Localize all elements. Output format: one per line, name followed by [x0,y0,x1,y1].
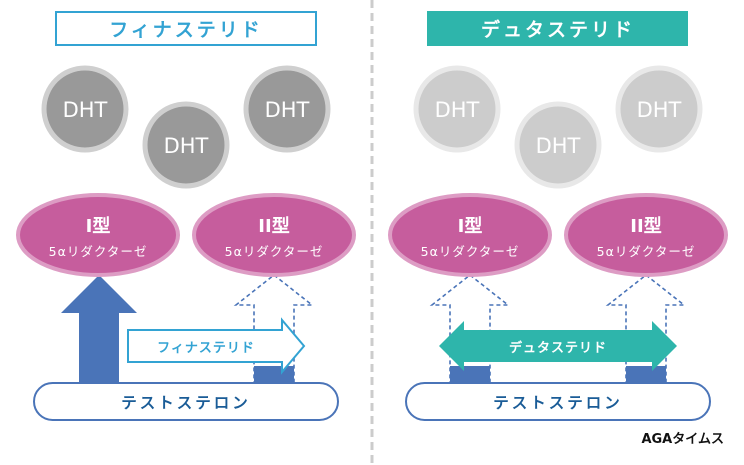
dht-label: DHT [164,134,209,158]
arrow-base-stub [450,366,490,383]
enzyme-type-label: II型 [630,215,661,237]
finasteride-arrow-label: フィナステリド [157,341,255,356]
testosterone-pill [405,382,711,421]
dht-label: DHT [637,98,682,122]
enzyme-name-label: 5αリダクターゼ [49,244,148,259]
right-title-box [427,11,688,46]
dht-label: DHT [536,134,581,158]
testosterone-label: テストステロン [121,394,251,412]
finasteride-inhibition-arrow [127,317,306,375]
dht-circle: DHT [41,65,129,153]
enzyme-type-label: I型 [86,215,111,237]
dht-circle-inactive: DHT [615,65,703,153]
enzyme-type2: II型 5αリダクターゼ [192,193,356,277]
enzyme-type-label: II型 [258,215,289,237]
dutasteride-inhibition-arrow [439,321,677,371]
left-panel: フィナステリド DHT DHT DHT I型 5αリダクターゼ II型 5αリ [16,11,356,421]
enzyme-type1: I型 5αリダクターゼ [388,193,552,277]
enzyme-name-label: 5αリダクターゼ [597,244,696,259]
dht-label: DHT [435,98,480,122]
enzyme-type-label: I型 [458,215,483,237]
enzyme-type1: I型 5αリダクターゼ [16,193,180,277]
arrow-base-stub [626,366,666,383]
dht-circle: DHT [243,65,331,153]
dutasteride-arrow-label: デュタステリド [509,340,607,356]
left-title-box [55,11,317,46]
left-title: フィナステリド [109,19,263,41]
brand-logo: AGAタイムス [641,432,724,447]
dht-circle-inactive: DHT [413,65,501,153]
right-panel: デュタステリド DHT DHT DHT I型 5αリダクターゼ II型 5αリダ [388,11,728,447]
dht-circle: DHT [142,101,230,189]
dht-label: DHT [265,98,310,122]
enzyme-name-label: 5αリダクターゼ [421,244,520,259]
dht-circle-inactive: DHT [514,101,602,189]
arrow-base-stub [254,366,294,383]
testosterone-label: テストステロン [493,394,623,412]
conversion-arrow-solid [61,275,137,383]
testosterone-pill [33,382,339,421]
right-title: デュタステリド [481,18,635,41]
enzyme-name-label: 5αリダクターゼ [225,244,324,259]
enzyme-type2: II型 5αリダクターゼ [564,193,728,277]
dht-label: DHT [63,98,108,122]
